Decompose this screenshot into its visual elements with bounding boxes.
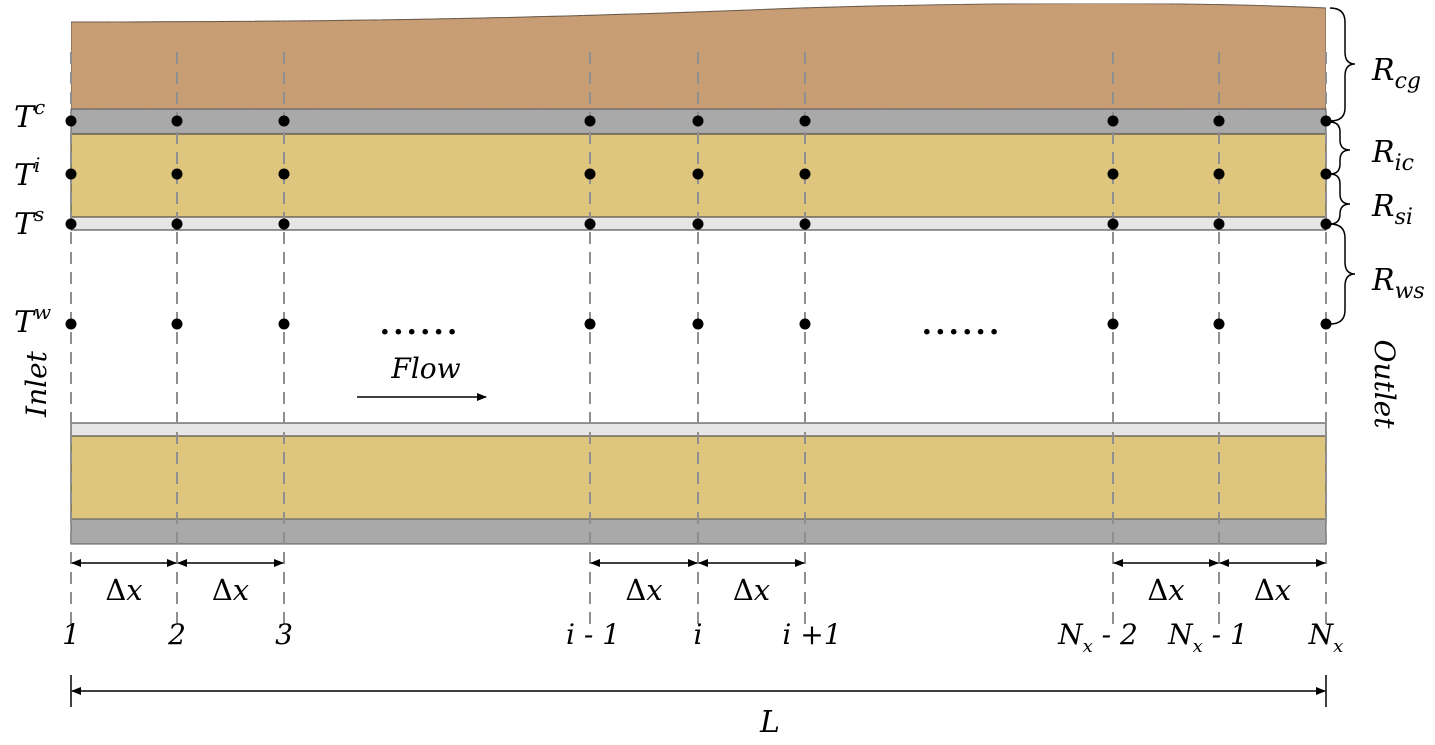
node-dot-r2-c2 (171, 168, 183, 180)
node-label-nx: Nx (1308, 618, 1344, 657)
node-index-labels: 1 2 3 i - 1 i i +1 Nx - 2 Nx - 1 Nx (62, 618, 1343, 657)
inlet-label: Inlet (20, 350, 53, 418)
node-dot-r3-c7 (1107, 218, 1119, 230)
resistance-label-rws: Rws (1371, 263, 1425, 304)
total-length-label: L (759, 705, 780, 740)
node-label-i-plus-1: i +1 (782, 618, 841, 651)
temp-label-insulation: Ti (14, 153, 40, 193)
node-dot-r3-c9 (1320, 218, 1332, 230)
node-label-i-minus-1: i - 1 (566, 618, 620, 651)
temp-label-water: Tw (14, 300, 51, 340)
resistance-label-ric: Ric (1371, 135, 1414, 176)
node-dot-r1-c7 (1107, 115, 1119, 127)
delta-x-dimensions: Δx Δx Δx Δx Δx Δx (71, 559, 1326, 607)
node-dot-r4-c3 (278, 318, 290, 330)
temperature-nodes (65, 115, 1332, 330)
node-label-3: 3 (275, 618, 293, 651)
node-dot-r1-c3 (278, 115, 290, 127)
node-dot-r1-c6 (799, 115, 811, 127)
temp-label-steel: Ts (14, 202, 44, 242)
node-dot-r4-c8 (1213, 318, 1225, 330)
node-dot-r1-c2 (171, 115, 183, 127)
node-dot-r1-c4 (584, 115, 596, 127)
node-dot-r2-c8 (1213, 168, 1225, 180)
ellipsis-right: ...... (922, 307, 1003, 342)
node-label-i: i (694, 618, 703, 651)
node-dot-r4-c4 (584, 318, 596, 330)
resistance-label-rsi: Rsi (1371, 189, 1413, 230)
node-dot-r2-c5 (692, 168, 704, 180)
node-dot-r3-c2 (171, 218, 183, 230)
resistance-label-rcg: Rcg (1371, 53, 1421, 94)
flow-label: Flow (390, 352, 460, 385)
node-dot-r4-c7 (1107, 318, 1119, 330)
node-dot-r4-c1 (65, 318, 77, 330)
node-dot-r3-c4 (584, 218, 596, 230)
delta-x-label-3: Δx (625, 573, 662, 607)
node-dot-r4-c2 (171, 318, 183, 330)
node-dot-r1-c8 (1213, 115, 1225, 127)
node-dot-r3-c3 (278, 218, 290, 230)
node-label-2: 2 (167, 618, 186, 651)
bracket-rcg (1329, 7, 1356, 122)
node-dot-r2-c7 (1107, 168, 1119, 180)
node-gridlines (70, 52, 1327, 628)
node-dot-r2-c3 (278, 168, 290, 180)
node-dot-r1-c9 (1320, 115, 1332, 127)
delta-x-label-1: Δx (105, 573, 142, 607)
delta-x-label-4: Δx (733, 573, 770, 607)
node-dot-r2-c6 (799, 168, 811, 180)
node-label-nx-minus-1: Nx - 1 (1167, 618, 1248, 657)
bracket-rws (1329, 223, 1356, 325)
node-dot-r2-c1 (65, 168, 77, 180)
node-label-1: 1 (62, 618, 80, 651)
node-dot-r4-c5 (692, 318, 704, 330)
delta-x-label-5: Δx (1147, 573, 1184, 607)
node-dot-r3-c1 (65, 218, 77, 230)
node-dot-r2-c4 (584, 168, 596, 180)
node-label-nx-minus-2: Nx - 2 (1057, 618, 1138, 657)
node-dot-r3-c5 (692, 218, 704, 230)
node-dot-r3-c8 (1213, 218, 1225, 230)
node-dot-r2-c9 (1320, 168, 1332, 180)
node-dot-r1-c1 (65, 115, 77, 127)
ellipsis-left: ...... (380, 307, 461, 342)
node-dot-r4-c6 (799, 318, 811, 330)
delta-x-label-2: Δx (212, 573, 249, 607)
bracket-ric (1329, 121, 1351, 175)
node-dot-r3-c6 (799, 218, 811, 230)
bracket-rsi (1329, 173, 1351, 225)
temp-label-casing: Tc (14, 95, 45, 135)
outlet-label: Outlet (1368, 339, 1401, 429)
node-dot-r4-c9 (1320, 318, 1332, 330)
delta-x-label-6: Δx (1254, 573, 1291, 607)
node-dot-r1-c5 (692, 115, 704, 127)
